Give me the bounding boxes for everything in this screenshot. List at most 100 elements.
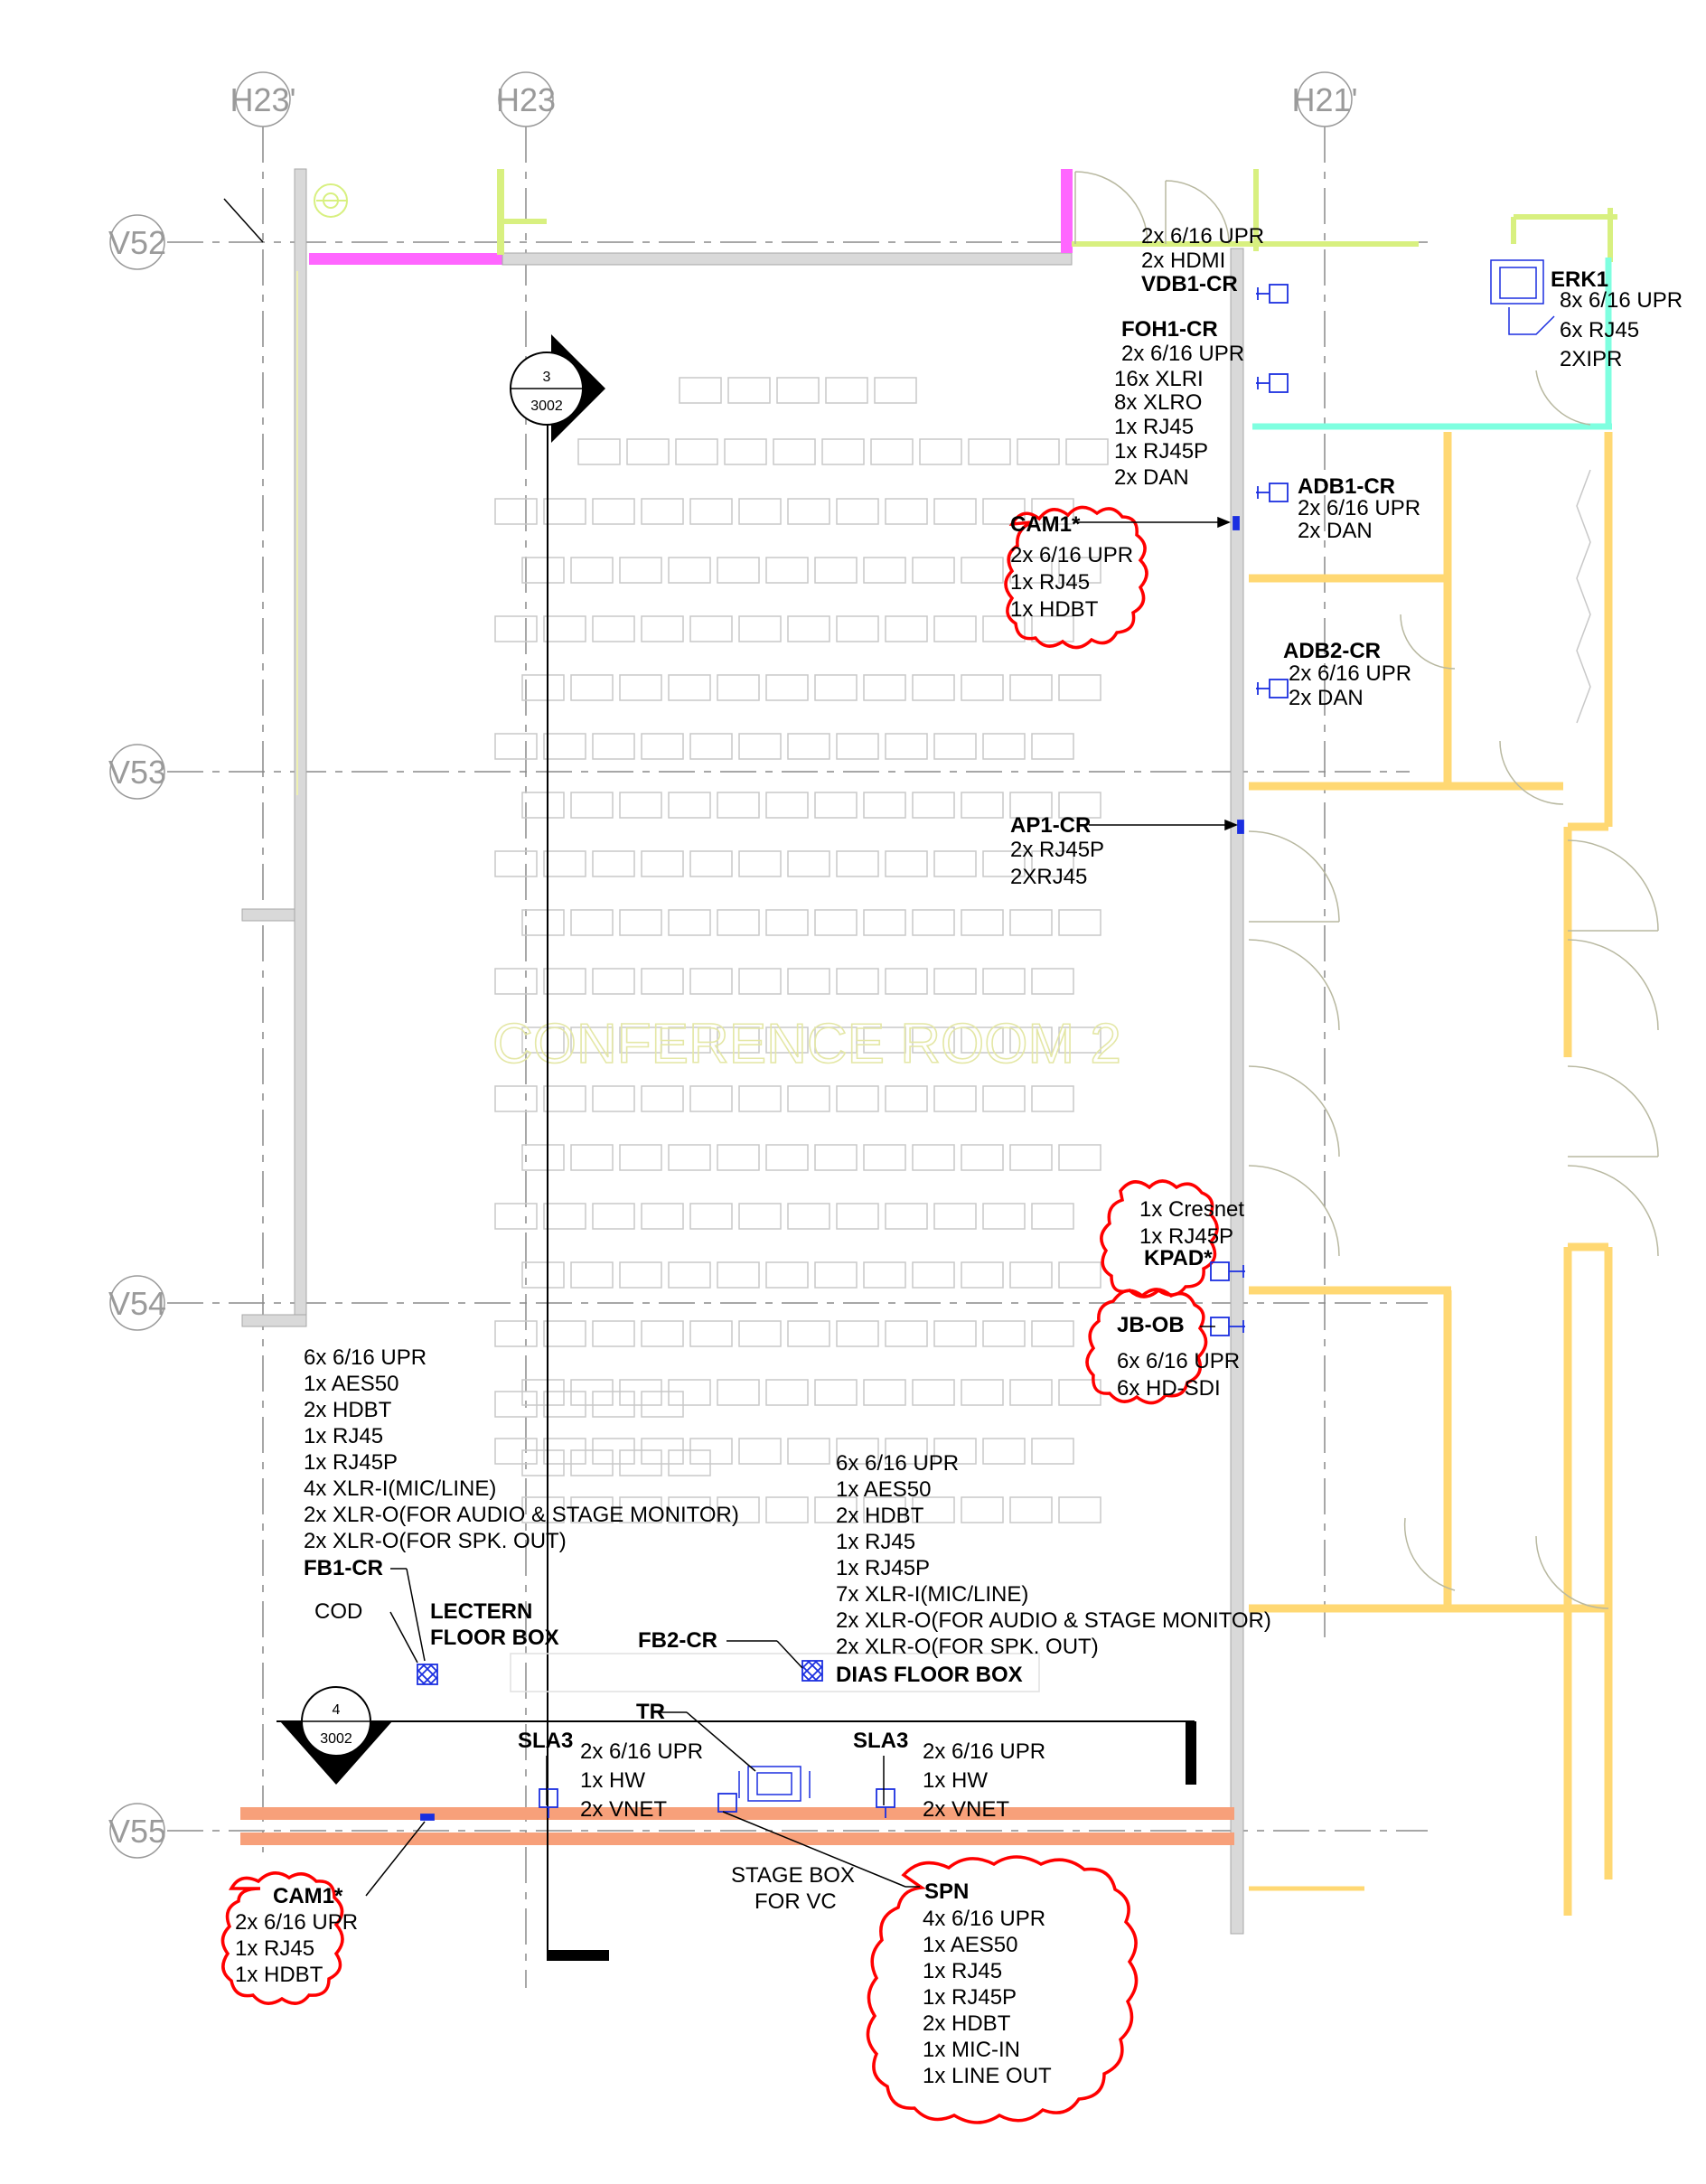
chair: [982, 1438, 1026, 1465]
chair: [933, 968, 977, 995]
chair: [787, 968, 830, 995]
chair: [641, 1438, 684, 1465]
chair: [641, 850, 684, 877]
chair: [717, 1261, 760, 1289]
erk1-line: 6x RJ45: [1560, 318, 1639, 342]
chair: [961, 1026, 1004, 1054]
chair: [787, 1438, 830, 1465]
chair: [543, 1391, 586, 1418]
chair: [885, 615, 928, 642]
chair: [836, 615, 879, 642]
chair: [912, 557, 955, 584]
chair: [619, 1449, 662, 1476]
adb1-title: ADB1-CR: [1298, 474, 1395, 499]
chair: [776, 377, 820, 404]
chair: [787, 498, 830, 525]
stage-box-icon: [717, 1793, 737, 1813]
fb2-line: 2x HDBT: [836, 1504, 924, 1528]
chair: [982, 1085, 1026, 1112]
chair: [836, 1438, 879, 1465]
chair: [870, 438, 914, 465]
chair: [619, 1261, 662, 1289]
stage-box-label: STAGE BOX: [731, 1863, 855, 1888]
fb2-title: FB2-CR: [638, 1628, 717, 1653]
chair: [619, 674, 662, 701]
chair: [619, 909, 662, 936]
chair: [738, 733, 782, 760]
chair: [641, 1085, 684, 1112]
chair: [885, 1438, 928, 1465]
cloud-cam1-bottom: [220, 1871, 344, 2005]
adb2-line: 2x DAN: [1289, 686, 1364, 710]
grid-label: H23': [230, 81, 296, 118]
spn-line: 2x HDBT: [923, 2011, 1011, 2036]
chair: [863, 1144, 906, 1171]
chair: [765, 557, 809, 584]
chair: [814, 792, 858, 819]
chair: [641, 615, 684, 642]
chair: [724, 438, 767, 465]
grid-label: H23: [496, 81, 556, 118]
kpad-line: 1x Cresnet: [1139, 1197, 1244, 1222]
chair: [641, 1391, 684, 1418]
adb2-line: 2x 6/16 UPR: [1289, 661, 1411, 686]
chair: [619, 1026, 662, 1054]
chair: [1058, 792, 1101, 819]
grid-column-h21p: H21': [1292, 71, 1357, 127]
chair: [570, 557, 614, 584]
chair: [592, 850, 635, 877]
chair: [689, 1203, 733, 1230]
chair: [961, 1379, 1004, 1406]
spn-line: 4x 6/16 UPR: [923, 1907, 1045, 1931]
chair: [814, 1496, 858, 1523]
cam1-bottom-line: 2x 6/16 UPR: [235, 1910, 358, 1935]
chair: [717, 1379, 760, 1406]
chair: [641, 733, 684, 760]
chair: [689, 733, 733, 760]
cam1-top-title: CAM1*: [1010, 512, 1081, 537]
chair: [543, 850, 586, 877]
chair: [717, 557, 760, 584]
chair: [619, 557, 662, 584]
chair: [885, 1085, 928, 1112]
chair: [885, 733, 928, 760]
chair: [863, 1261, 906, 1289]
sla3-left-line: 2x 6/16 UPR: [580, 1739, 703, 1764]
fb2-line: 7x XLR-I(MIC/LINE): [836, 1582, 1028, 1607]
chair: [641, 1320, 684, 1347]
fb1-line: 1x RJ45P: [304, 1450, 398, 1475]
sla3-left-line: 1x HW: [580, 1768, 645, 1793]
chair: [543, 968, 586, 995]
chair: [961, 1144, 1004, 1171]
ap1-title: AP1-CR: [1010, 813, 1091, 838]
chair: [570, 674, 614, 701]
grid-column-h23: H23: [496, 71, 556, 127]
chair: [933, 615, 977, 642]
chair: [570, 909, 614, 936]
chair: [738, 1085, 782, 1112]
chair: [494, 1085, 538, 1112]
chair: [863, 1496, 906, 1523]
annotations: 2x 6/16 UPR 2x HDMI VDB1-CR FOH1-CR 2x 6…: [235, 224, 1683, 2088]
grid-row-v53: V53: [108, 744, 166, 800]
floor-box-icon: [801, 1660, 823, 1682]
chair: [787, 733, 830, 760]
adb1-line: 2x 6/16 UPR: [1298, 496, 1420, 520]
chair: [1065, 438, 1109, 465]
chair: [592, 1085, 635, 1112]
dias-floor-box-label: DIAS FLOOR BOX: [836, 1663, 1023, 1687]
speaker-outlet-icon: [876, 1788, 895, 1818]
grid-row-v55: V55: [108, 1803, 166, 1859]
chair: [641, 1203, 684, 1230]
fb1-line: 2x HDBT: [304, 1398, 392, 1422]
chair: [765, 792, 809, 819]
chair: [543, 1320, 586, 1347]
grid-label: V55: [108, 1813, 166, 1850]
chair: [912, 1496, 955, 1523]
chair: [933, 1438, 977, 1465]
chair: [787, 850, 830, 877]
lectern-label: FLOOR BOX: [430, 1626, 559, 1650]
camera-icon: [1233, 516, 1240, 530]
chair: [1009, 909, 1053, 936]
chair: [787, 615, 830, 642]
